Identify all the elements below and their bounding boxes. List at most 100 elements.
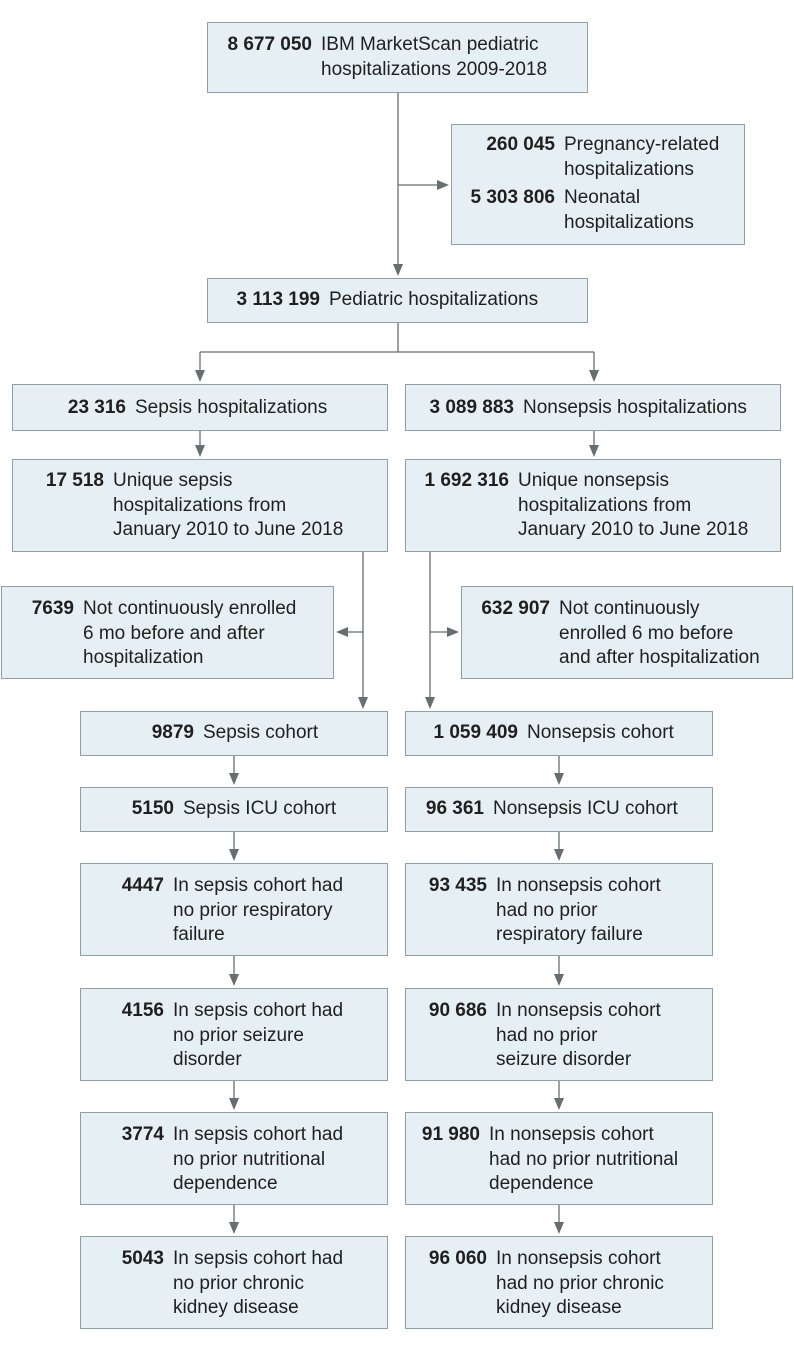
box-nonsepsis-resp <box>405 863 713 956</box>
label-sepsis: Sepsis hospitalizations <box>135 397 328 418</box>
count-neonatal: 5 303 806 <box>470 187 555 208</box>
label-sepsis-nutrition: In sepsis cohort had no prior nutritiona… <box>173 1124 344 1194</box>
label-sepsis-seizure: In sepsis cohort had no prior seizure di… <box>173 1000 344 1070</box>
label-unique-sepsis: Unique sepsis hospitalizations from Janu… <box>113 470 344 540</box>
label-nonsepsis-resp: In nonsepsis cohort had no prior respira… <box>496 875 661 945</box>
entry-sepsis-resp: 4447 In sepsis cohort had no prior respi… <box>90 874 343 948</box>
arrowhead-to-unique-nonsepsis <box>589 445 599 457</box>
count-unique-nonsepsis: 1 692 316 <box>424 470 509 491</box>
arrowhead-to-sepsis-resp <box>229 849 239 861</box>
count-nonsepsis-cohort: 1 059 409 <box>433 722 518 743</box>
arrowhead-to-nonsepsis <box>589 370 599 382</box>
entry-sepsis-cohort: 9879 Sepsis cohort <box>90 721 318 746</box>
label-marketscan: IBM MarketScan pediatric hospitalization… <box>321 34 548 80</box>
count-sepsis-seizure: 4156 <box>121 1000 164 1021</box>
box-sepsis-cohort <box>80 711 388 756</box>
arrowhead-to-nonsepsis-icu <box>554 773 564 785</box>
entry-nonsepsis-resp: 93 435 In nonsepsis cohort had no prior … <box>414 874 661 948</box>
arrowhead-to-excluded-sepsis <box>336 627 348 637</box>
box-exclusions-top <box>451 124 745 245</box>
count-excluded-sepsis: 7639 <box>31 598 74 619</box>
label-sepsis-cohort: Sepsis cohort <box>203 722 319 743</box>
label-sepsis-ckd: In sepsis cohort had no prior chronic ki… <box>173 1248 344 1318</box>
entry-neonatal: 5 303 806 Neonatal hospitalizations <box>460 186 694 235</box>
entry-sepsis-icu: 5150 Sepsis ICU cohort <box>90 797 336 822</box>
box-sepsis-resp <box>80 863 388 956</box>
arrowhead-to-sepsis <box>195 370 205 382</box>
count-nonsepsis-resp: 93 435 <box>428 875 487 896</box>
count-sepsis-nutrition: 3774 <box>121 1124 164 1145</box>
box-unique-nonsepsis <box>405 459 781 552</box>
entry-marketscan: 8 677 050 IBM MarketScan pediatric hospi… <box>216 33 547 82</box>
entry-unique-nonsepsis: 1 692 316 Unique nonsepsis hospitalizati… <box>418 469 748 543</box>
entry-nonsepsis-nutrition: 91 980 In nonsepsis cohort had no prior … <box>414 1123 678 1197</box>
box-nonsepsis-ckd <box>405 1236 713 1329</box>
count-sepsis-cohort: 9879 <box>151 722 194 743</box>
entry-pediatric: 3 113 199 Pediatric hospitalizations <box>216 288 539 313</box>
box-excluded-nonsepsis <box>461 586 793 679</box>
count-unique-sepsis: 17 518 <box>45 470 104 491</box>
entry-sepsis-ckd: 5043 In sepsis cohort had no prior chron… <box>90 1247 343 1321</box>
arrowhead-to-nonsepsis-seizure <box>554 974 564 986</box>
arrowhead-to-nonsepsis-ckd <box>554 1222 564 1234</box>
entry-excluded-sepsis: 7639 Not continuously enrolled 6 mo befo… <box>12 597 297 671</box>
label-excluded-nonsepsis: Not continuously enrolled 6 mo before an… <box>559 598 760 668</box>
count-nonsepsis: 3 089 883 <box>429 397 514 418</box>
entry-sepsis: 23 316 Sepsis hospitalizations <box>30 396 327 421</box>
arrowhead-to-sepsis-icu <box>229 773 239 785</box>
count-sepsis-icu: 5150 <box>131 798 174 819</box>
arrowhead-to-sepsis-nutrition <box>229 1098 239 1110</box>
arrowhead-to-exclusions <box>437 180 449 190</box>
count-sepsis-ckd: 5043 <box>121 1248 164 1269</box>
count-sepsis-resp: 4447 <box>121 875 164 896</box>
count-nonsepsis-nutrition: 91 980 <box>421 1124 480 1145</box>
label-sepsis-icu: Sepsis ICU cohort <box>183 798 337 819</box>
box-sepsis-ckd <box>80 1236 388 1329</box>
entry-sepsis-seizure: 4156 In sepsis cohort had no prior seizu… <box>90 999 343 1073</box>
box-nonsepsis-cohort <box>405 711 713 756</box>
arrowhead-to-nonsepsis-cohort <box>425 697 435 709</box>
label-nonsepsis: Nonsepsis hospitalizations <box>523 397 747 418</box>
entry-nonsepsis-ckd: 96 060 In nonsepsis cohort had no prior … <box>414 1247 664 1321</box>
label-nonsepsis-nutrition: In nonsepsis cohort had no prior nutriti… <box>489 1124 679 1194</box>
label-pregnancy: Pregnancy-related hospitalizations <box>564 134 720 180</box>
box-sepsis <box>12 384 388 431</box>
arrowhead-to-nonsepsis-nutrition <box>554 1098 564 1110</box>
count-excluded-nonsepsis: 632 907 <box>481 598 550 619</box>
entry-nonsepsis-seizure: 90 686 In nonsepsis cohort had no prior … <box>414 999 661 1073</box>
count-pregnancy: 260 045 <box>486 134 555 155</box>
arrowhead-to-sepsis-ckd <box>229 1222 239 1234</box>
arrowhead-to-sepsis-cohort <box>358 697 368 709</box>
label-nonsepsis-icu: Nonsepsis ICU cohort <box>493 798 678 819</box>
count-nonsepsis-icu: 96 361 <box>425 798 484 819</box>
box-sepsis-seizure <box>80 988 388 1081</box>
arrowhead-to-unique-sepsis <box>195 445 205 457</box>
label-neonatal: Neonatal hospitalizations <box>564 187 694 233</box>
entry-pregnancy: 260 045 Pregnancy-related hospitalizatio… <box>460 133 719 182</box>
count-marketscan: 8 677 050 <box>227 34 312 55</box>
box-unique-sepsis <box>12 459 388 552</box>
arrowhead-to-sepsis-seizure <box>229 974 239 986</box>
box-sepsis-nutrition <box>80 1112 388 1205</box>
label-nonsepsis-cohort: Nonsepsis cohort <box>527 722 674 743</box>
box-sepsis-icu <box>80 787 388 832</box>
entry-nonsepsis-cohort: 1 059 409 Nonsepsis cohort <box>414 721 674 746</box>
box-excluded-sepsis <box>1 586 334 679</box>
entry-nonsepsis-icu: 96 361 Nonsepsis ICU cohort <box>414 797 678 822</box>
arrowhead-to-excluded-nonsepsis <box>447 627 459 637</box>
entry-excluded-nonsepsis: 632 907 Not continuously enrolled 6 mo b… <box>470 597 760 671</box>
label-nonsepsis-ckd: In nonsepsis cohort had no prior chronic… <box>496 1248 664 1318</box>
count-pediatric: 3 113 199 <box>236 289 320 310</box>
arrowhead-to-nonsepsis-resp <box>554 849 564 861</box>
box-marketscan <box>207 22 588 93</box>
box-pediatric <box>207 278 588 323</box>
label-unique-nonsepsis: Unique nonsepsis hospitalizations from J… <box>518 470 749 540</box>
box-nonsepsis-seizure <box>405 988 713 1081</box>
entry-nonsepsis: 3 089 883 Nonsepsis hospitalizations <box>418 396 747 421</box>
box-nonsepsis-icu <box>405 787 713 832</box>
label-nonsepsis-seizure: In nonsepsis cohort had no prior seizure… <box>496 1000 661 1070</box>
entry-unique-sepsis: 17 518 Unique sepsis hospitalizations fr… <box>30 469 343 543</box>
entry-sepsis-nutrition: 3774 In sepsis cohort had no prior nutri… <box>90 1123 343 1197</box>
count-nonsepsis-seizure: 90 686 <box>428 1000 487 1021</box>
